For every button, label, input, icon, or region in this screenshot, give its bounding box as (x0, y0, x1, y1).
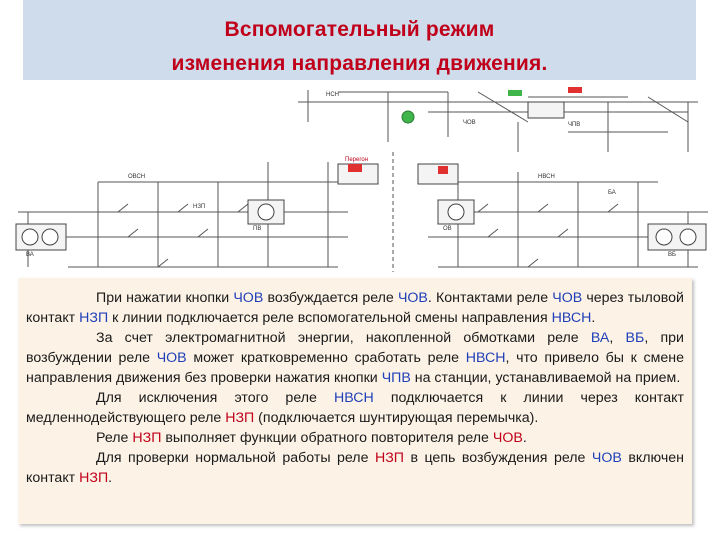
diagram-label-peregon: Перегон (345, 157, 368, 163)
text-run: в цепь возбуждения реле (403, 450, 592, 466)
diagram-label-nvsn: НВСН (538, 174, 555, 180)
relay-name-highlight-red: НЗП (225, 410, 255, 426)
relay-name-highlight: ЧПВ (381, 370, 411, 386)
paragraph-4: Реле НЗП выполняет функции обратного пов… (26, 428, 684, 448)
relay-name-highlight: ЧОВ (233, 290, 264, 306)
text-run: , что привело бы к смене направления дви… (26, 350, 685, 386)
paragraph-2: За счет электромагнитной энергии, накопл… (26, 328, 684, 388)
diagram-label-chpv: ЧПВ (568, 122, 580, 128)
slide-title-line-2: изменения направления движения. (171, 52, 548, 75)
diagram-label-va: ВА (26, 252, 34, 258)
relay-name-highlight: ЧОВ (591, 450, 622, 466)
text-run: к линии подключается реле вспомогательно… (108, 310, 552, 326)
paragraph-1: При нажатии кнопки ЧОВ возбуждается реле… (26, 288, 684, 328)
text-run: . (108, 470, 113, 486)
text-run: может кратковременно сработать реле (186, 350, 466, 366)
relay-name-highlight-red: ЧОВ (492, 430, 523, 446)
relay-name-highlight: НЗП (79, 310, 109, 326)
title-banner: Вспомогательный режим изменения направле… (23, 0, 696, 80)
text-run: на станции, устанавливаемой на прием. (410, 370, 681, 386)
diagram-label-ov: ОВ (443, 226, 452, 232)
text-run: включен контакт (26, 450, 684, 486)
slide-title-line-1: Вспомогательный режим (224, 18, 495, 41)
text-run: подключается к линии через контакт медле… (26, 390, 684, 426)
diagram-label-ba: БА (608, 190, 616, 196)
relay-circuit-diagram: Перегон НСН ЧОВ ЧПВ ОВСН НВСН НЗП ВА ВБ … (15, 87, 708, 272)
text-run: . (591, 310, 596, 326)
text-run: Реле (96, 430, 133, 446)
diagram-label-nsn: НСН (326, 92, 339, 98)
relay-name-highlight: ЧОВ (397, 290, 428, 306)
relay-name-highlight: ЧОВ (156, 350, 187, 366)
relay-name-highlight-red: НЗП (374, 450, 404, 466)
diagram-label-nzp: НЗП (193, 204, 205, 210)
explanation-panel: При нажатии кнопки ЧОВ возбуждается реле… (18, 278, 692, 524)
relay-name-highlight: НВСН (465, 350, 506, 366)
paragraph-3: Для исключения этого реле НВСН подключае… (26, 388, 684, 428)
relay-name-highlight: ЧОВ (552, 290, 583, 306)
text-run: выполняет функции обратного повторителя … (161, 430, 493, 446)
diagram-label-vb: ВБ (668, 252, 676, 258)
diagram-label-chov: ЧОВ (463, 120, 476, 126)
relay-name-highlight: НВСН (334, 390, 374, 406)
relay-name-highlight: ВБ (625, 330, 645, 346)
text-run: . Контактами реле (427, 290, 553, 306)
diagram-label-pv: ПВ (253, 226, 261, 232)
relay-name-highlight-red: НЗП (132, 430, 162, 446)
relay-name-highlight-red: НЗП (79, 470, 109, 486)
text-run: При нажатии кнопки (96, 290, 234, 306)
text-run: возбуждается реле (263, 290, 398, 306)
text-run: через тыловой контакт (26, 290, 684, 326)
diagram-label-ovsn: ОВСН (128, 174, 145, 180)
text-run: . (522, 430, 527, 446)
relay-name-highlight: ВА (590, 330, 610, 346)
text-run: , (609, 330, 626, 346)
text-run: Для проверки нормальной работы реле (96, 450, 375, 466)
text-run: , при возбуждении реле (26, 330, 684, 366)
text-run: (подключается шунтирующая перемычка). (254, 410, 539, 426)
text-run: Для исключения этого реле (96, 390, 334, 406)
relay-name-highlight: НВСН (551, 310, 592, 326)
text-run: За счет электромагнитной энергии, накопл… (96, 330, 591, 346)
paragraph-5: Для проверки нормальной работы реле НЗП … (26, 448, 684, 488)
